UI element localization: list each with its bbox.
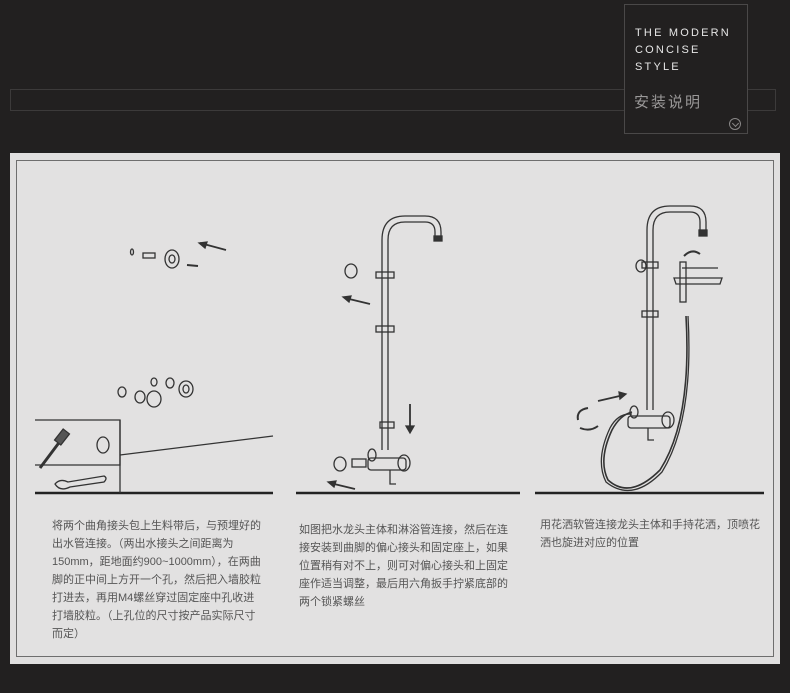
header-rule <box>10 89 776 111</box>
title-english: THE MODERN CONCISE STYLE <box>635 25 731 76</box>
title-box: THE MODERN CONCISE STYLE 安装说明 <box>624 4 748 134</box>
title-chinese: 安装说明 <box>634 94 703 111</box>
step2-illustration <box>296 215 520 495</box>
chevron-circle-down-icon[interactable] <box>729 118 741 130</box>
step1-caption: 将两个曲角接头包上生料带后，与预埋好的出水管连接。（两出水接头之间距离为150m… <box>52 520 261 640</box>
instruction-panel-inner <box>16 160 774 657</box>
title-line: STYLE <box>635 61 681 73</box>
step1-illustration <box>35 241 274 495</box>
step3-illustration <box>535 205 764 495</box>
step2-caption: 如图把水龙头主体和淋浴管连接，然后在连接安装到曲脚的偏心接头和固定座上，如果位置… <box>299 524 508 608</box>
title-line: THE MODERN <box>635 27 731 39</box>
title-line: CONCISE <box>635 44 701 56</box>
step3-caption: 用花洒软管连接龙头主体和手持花洒，顶喷花洒也旋进对应的位置 <box>540 519 760 549</box>
